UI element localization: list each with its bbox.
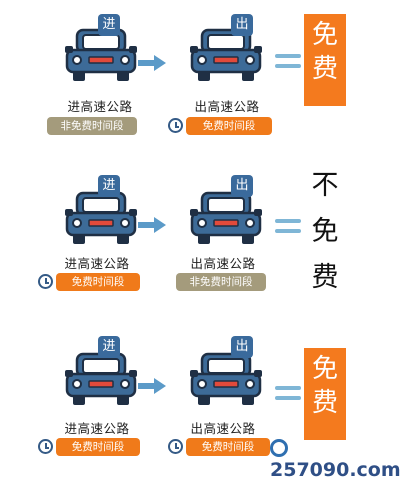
clock-icon [38, 439, 53, 454]
car-icon [65, 191, 137, 244]
car-exit [188, 24, 264, 86]
row-3: 进 进高速公路 免费时间段 出 出高速公路 免费时间段 免 费 [0, 318, 413, 468]
car-enter [63, 348, 139, 410]
exit-label: 出高速公路 [190, 421, 256, 436]
enter-sign: 进 [98, 336, 120, 358]
result-char: 免 [311, 216, 339, 247]
car-icon [190, 191, 262, 244]
clock-icon [168, 439, 183, 454]
clock-icon [168, 118, 183, 133]
car-icon [65, 28, 137, 81]
result-free-box: 免 费 [304, 348, 346, 440]
equals-sign [275, 52, 301, 72]
exit-sign: 出 [231, 14, 253, 36]
arrow-icon [138, 55, 166, 71]
enter-time-badge: 非免费时间段 [47, 117, 137, 135]
car-enter [63, 24, 139, 86]
enter-label: 进高速公路 [64, 256, 130, 271]
arrow-icon [138, 217, 166, 233]
exit-sign: 出 [231, 175, 253, 197]
site-logo-icon [270, 439, 288, 457]
result-char: 费 [311, 54, 338, 84]
enter-sign: 进 [98, 175, 120, 197]
enter-sign: 进 [98, 14, 120, 36]
row-1: 进 进高速公路 非免费时间段 出 出高速公路 免费时间段 免 费 [0, 0, 413, 150]
result-char: 费 [311, 388, 338, 418]
exit-label: 出高速公路 [190, 256, 256, 271]
exit-label: 出高速公路 [194, 99, 260, 114]
arrow-icon [138, 378, 166, 394]
result-char: 费 [311, 262, 339, 293]
row-2: 进 进高速公路 免费时间段 出 出高速公路 非免费时间段 不 免 费 [0, 165, 413, 315]
clock-icon [38, 274, 53, 289]
exit-sign: 出 [231, 336, 253, 358]
exit-time-badge: 非免费时间段 [176, 273, 266, 291]
result-not-free: 不 免 费 [304, 163, 346, 301]
watermark-text: 257090.com [270, 459, 401, 481]
car-icon [190, 28, 262, 81]
result-char: 免 [311, 20, 338, 50]
car-exit [188, 187, 264, 249]
result-char: 免 [311, 354, 338, 384]
watermark: 257090.com [270, 437, 413, 481]
equals-sign [275, 384, 301, 404]
result-char: 不 [311, 170, 339, 201]
result-free-box: 免 费 [304, 14, 346, 106]
enter-label: 进高速公路 [67, 99, 133, 114]
enter-time-badge: 免费时间段 [56, 273, 140, 291]
enter-time-badge: 免费时间段 [56, 438, 140, 456]
car-exit [188, 348, 264, 410]
equals-sign [275, 217, 301, 237]
enter-label: 进高速公路 [64, 421, 130, 436]
exit-time-badge: 免费时间段 [186, 438, 270, 456]
exit-time-badge: 免费时间段 [186, 117, 272, 135]
car-enter [63, 187, 139, 249]
car-icon [65, 352, 137, 405]
car-icon [190, 352, 262, 405]
